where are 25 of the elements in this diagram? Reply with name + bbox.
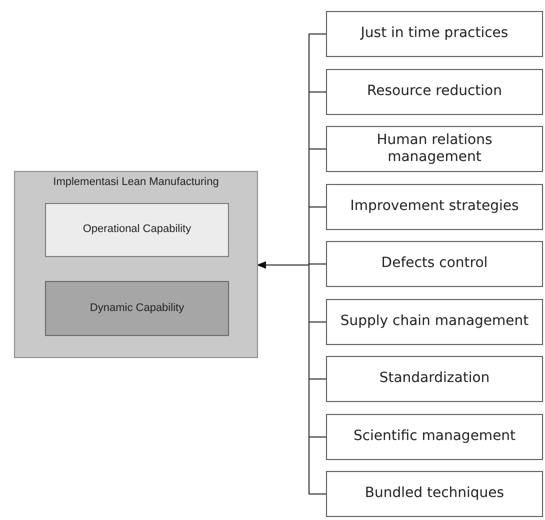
connector-arrow [257, 261, 326, 494]
node-label: Just in time practices [359, 25, 510, 43]
node-label: Scientific management [352, 428, 517, 446]
capability-box [45, 203, 229, 257]
practice-box [326, 126, 543, 172]
node-label: Improvement strategies [349, 198, 520, 216]
node-label: Bundled techniques [364, 485, 506, 503]
group-title: Implementasi Lean Manufacturing [52, 176, 220, 190]
practice-box [326, 471, 543, 517]
group-box [14, 171, 258, 358]
node-label: Resource reduction [366, 83, 503, 101]
node-label: Defects control [380, 255, 489, 273]
practice-box [326, 184, 543, 230]
node-label: Human relations management [376, 132, 494, 166]
practice-box [326, 299, 543, 345]
node-label: Dynamic Capability [88, 302, 186, 316]
practice-box [326, 11, 543, 57]
node-label: Standardization [378, 370, 491, 388]
node-label: Operational Capability [82, 223, 192, 237]
practice-box [326, 414, 543, 460]
capability-box [45, 281, 229, 336]
node-label: Supply chain management [339, 313, 530, 331]
practice-box [326, 356, 543, 402]
practice-box [326, 241, 543, 287]
practice-box [326, 69, 543, 115]
